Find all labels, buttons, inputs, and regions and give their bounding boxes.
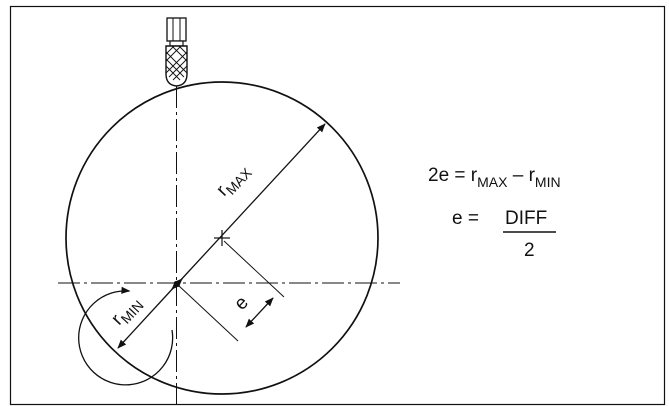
formula-numerator: DIFF	[505, 208, 547, 229]
probe-icon	[165, 17, 188, 87]
e-dimension	[245, 297, 274, 328]
e-label: e	[230, 292, 253, 314]
extension-line-2	[177, 284, 239, 342]
formula-diff: e =	[452, 208, 479, 229]
r-max-dimension	[177, 123, 326, 284]
rotation-arc	[78, 286, 174, 386]
r-max-label: rMAX	[212, 159, 255, 203]
extension-line-1	[223, 240, 285, 298]
workpiece-circle	[65, 81, 379, 395]
diagram-frame	[9, 5, 666, 406]
formula-denominator: 2	[524, 240, 535, 261]
r-min-dimension	[117, 284, 177, 349]
r-min-start-arrow	[171, 280, 181, 290]
formula-eccentricity: 2e = rMAX – rMIN	[428, 165, 561, 190]
r-min-label: rMIN	[107, 292, 146, 332]
